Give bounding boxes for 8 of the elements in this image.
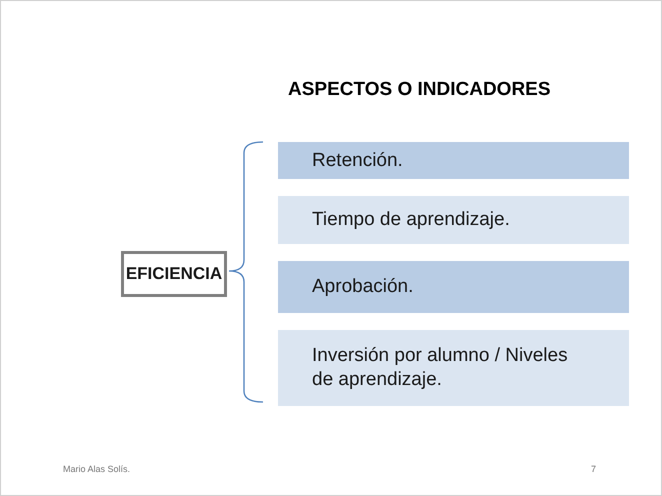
indicator-box: Aprobación. [278, 261, 629, 313]
indicator-box: Retención. [278, 142, 629, 179]
column-heading: ASPECTOS O INDICADORES [288, 79, 551, 101]
indicator-box: Tiempo de aprendizaje. [278, 196, 629, 244]
author-footer: Mario Alas Solís. [63, 464, 130, 474]
concept-box: EFICIENCIA [121, 251, 227, 297]
indicator-box: Inversión por alumno / Niveles de aprendizaje. [278, 330, 629, 406]
page-number: 7 [590, 464, 596, 474]
